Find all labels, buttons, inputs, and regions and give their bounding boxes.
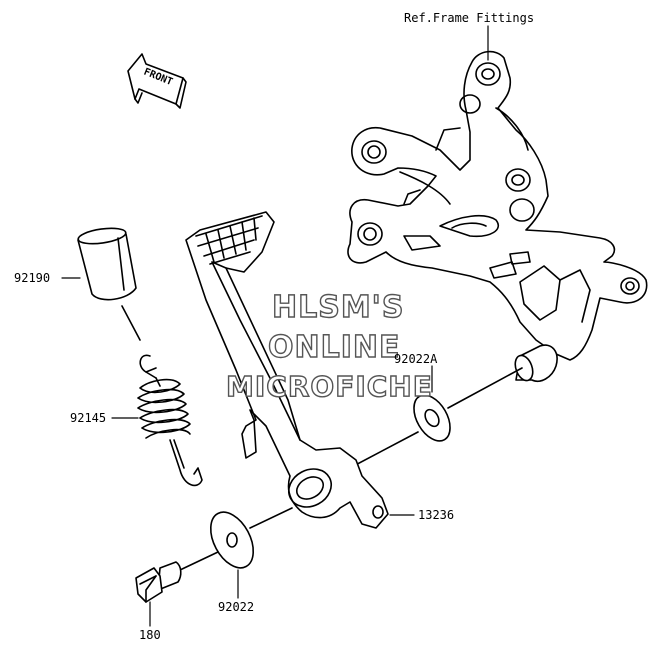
pivot-pin xyxy=(514,344,558,382)
washer-92022A xyxy=(413,394,451,442)
watermark-line-1: HLSM'S xyxy=(271,289,405,325)
watermark-line-2: ONLINE xyxy=(267,329,401,365)
part-label-180: 180 xyxy=(139,628,161,642)
part-label-92190: 92190 xyxy=(14,271,51,285)
watermark-line-3: MICROFICHE xyxy=(225,369,433,403)
sleeve-92190 xyxy=(77,227,137,301)
front-arrow-icon xyxy=(127,53,187,109)
part-label-13236: 13236 xyxy=(418,508,455,522)
leader-lines xyxy=(61,25,489,627)
part-label-92022A: 92022A xyxy=(394,352,438,366)
ref-frame-fittings-label: Ref.Frame Fittings xyxy=(404,11,535,25)
bolt-180 xyxy=(135,561,182,603)
part-label-92022: 92022 xyxy=(218,600,255,614)
brake-pedal-lever xyxy=(185,211,389,529)
part-label-92145: 92145 xyxy=(70,411,107,425)
frame-fitting-bracket xyxy=(347,50,648,361)
washer-92022 xyxy=(209,511,255,569)
spring-92145 xyxy=(137,354,203,487)
